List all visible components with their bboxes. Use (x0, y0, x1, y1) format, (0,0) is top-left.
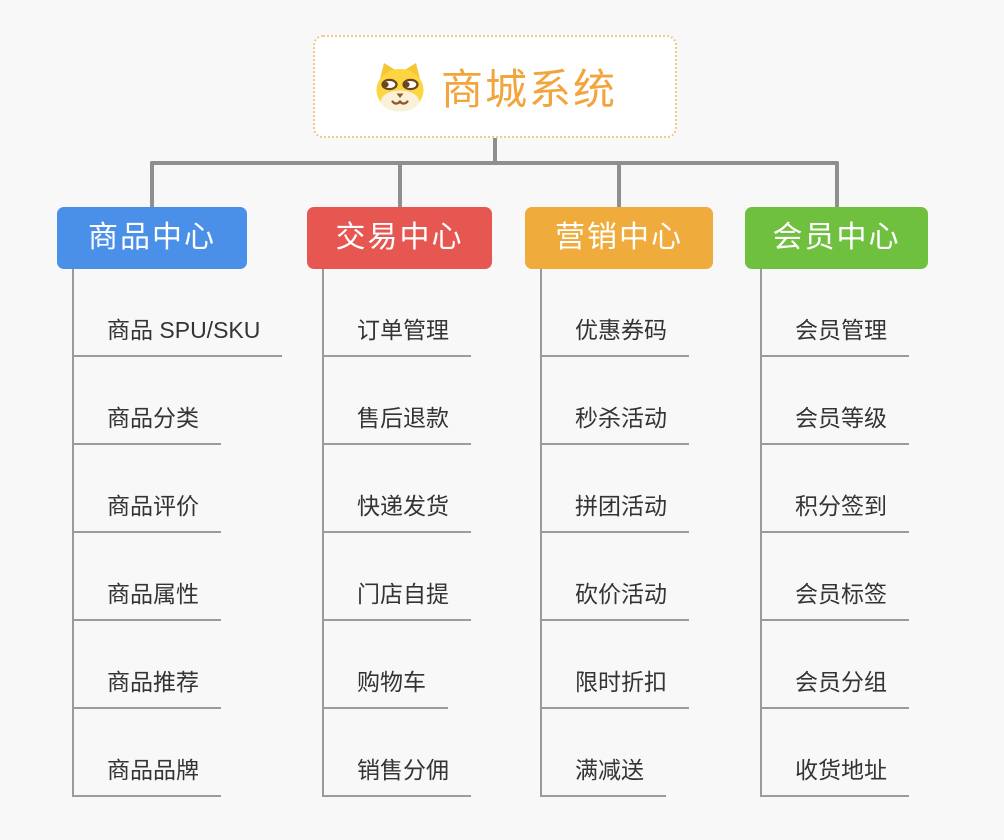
child-node[interactable]: 商品推荐 (74, 663, 221, 709)
child-node[interactable]: 积分签到 (762, 487, 909, 533)
child-node[interactable]: 门店自提 (324, 575, 471, 621)
branch-children-marketing-center: 优惠券码 秒杀活动 拼团活动 砍价活动 限时折扣 满减送 (540, 269, 689, 797)
child-node[interactable]: 满减送 (542, 751, 666, 797)
root-node[interactable]: 商城系统 (313, 35, 677, 138)
branch-header-marketing-center[interactable]: 营销中心 (525, 207, 713, 269)
child-node[interactable]: 商品属性 (74, 575, 221, 621)
child-node[interactable]: 会员等级 (762, 399, 909, 445)
connector-branch-stub (150, 161, 154, 209)
child-row: 收货地址 (762, 709, 909, 797)
child-row: 售后退款 (324, 357, 471, 445)
child-node[interactable]: 商品分类 (74, 399, 221, 445)
child-node[interactable]: 商品评价 (74, 487, 221, 533)
branch-header-member-center[interactable]: 会员中心 (745, 207, 928, 269)
child-node[interactable]: 会员分组 (762, 663, 909, 709)
child-node[interactable]: 秒杀活动 (542, 399, 689, 445)
child-row: 会员等级 (762, 357, 909, 445)
child-row: 限时折扣 (542, 621, 689, 709)
child-node[interactable]: 购物车 (324, 663, 448, 709)
child-row: 商品 SPU/SKU (74, 269, 283, 357)
child-node[interactable]: 拼团活动 (542, 487, 689, 533)
child-row: 优惠券码 (542, 269, 689, 357)
child-row: 快递发货 (324, 445, 471, 533)
connector-branch-stub (398, 161, 402, 209)
root-title: 商城系统 (440, 66, 617, 113)
child-row: 积分签到 (762, 445, 909, 533)
child-row: 砍价活动 (542, 533, 689, 621)
child-row: 秒杀活动 (542, 357, 689, 445)
branch-header-product-center[interactable]: 商品中心 (57, 207, 247, 269)
child-node[interactable]: 会员管理 (762, 311, 909, 357)
connector-branch-stub (835, 161, 839, 209)
child-node[interactable]: 砍价活动 (542, 575, 689, 621)
child-node[interactable]: 收货地址 (762, 751, 909, 797)
child-node[interactable]: 优惠券码 (542, 311, 689, 357)
child-row: 会员标签 (762, 533, 909, 621)
child-node[interactable]: 会员标签 (762, 575, 909, 621)
child-row: 商品评价 (74, 445, 282, 533)
child-row: 商品推荐 (74, 621, 282, 709)
child-row: 订单管理 (324, 269, 471, 357)
child-node[interactable]: 限时折扣 (542, 663, 689, 709)
child-node[interactable]: 快递发货 (324, 487, 471, 533)
child-row: 满减送 (542, 709, 689, 797)
connector-horizontal-line (150, 161, 839, 165)
branch-children-member-center: 会员管理 会员等级 积分签到 会员标签 会员分组 收货地址 (760, 269, 909, 797)
connector-root-stub (493, 137, 497, 163)
child-node[interactable]: 售后退款 (324, 399, 471, 445)
branch-header-trade-center[interactable]: 交易中心 (307, 207, 492, 269)
child-row: 商品分类 (74, 357, 282, 445)
branch-children-product-center: 商品 SPU/SKU 商品分类 商品评价 商品属性 商品推荐 商品品牌 (72, 269, 283, 797)
child-node[interactable]: 订单管理 (324, 311, 471, 357)
branch-children-trade-center: 订单管理 售后退款 快递发货 门店自提 购物车 销售分佣 (322, 269, 471, 797)
child-node[interactable]: 商品 SPU/SKU (74, 311, 283, 357)
child-row: 会员分组 (762, 621, 909, 709)
child-row: 拼团活动 (542, 445, 689, 533)
child-row: 销售分佣 (324, 709, 471, 797)
child-row: 会员管理 (762, 269, 909, 357)
child-node[interactable]: 商品品牌 (74, 751, 221, 797)
child-row: 购物车 (324, 621, 471, 709)
child-row: 商品品牌 (74, 709, 282, 797)
dog-face-icon (376, 62, 424, 111)
connector-branch-stub (617, 161, 621, 209)
child-row: 门店自提 (324, 533, 471, 621)
child-row: 商品属性 (74, 533, 282, 621)
child-node[interactable]: 销售分佣 (324, 751, 471, 797)
